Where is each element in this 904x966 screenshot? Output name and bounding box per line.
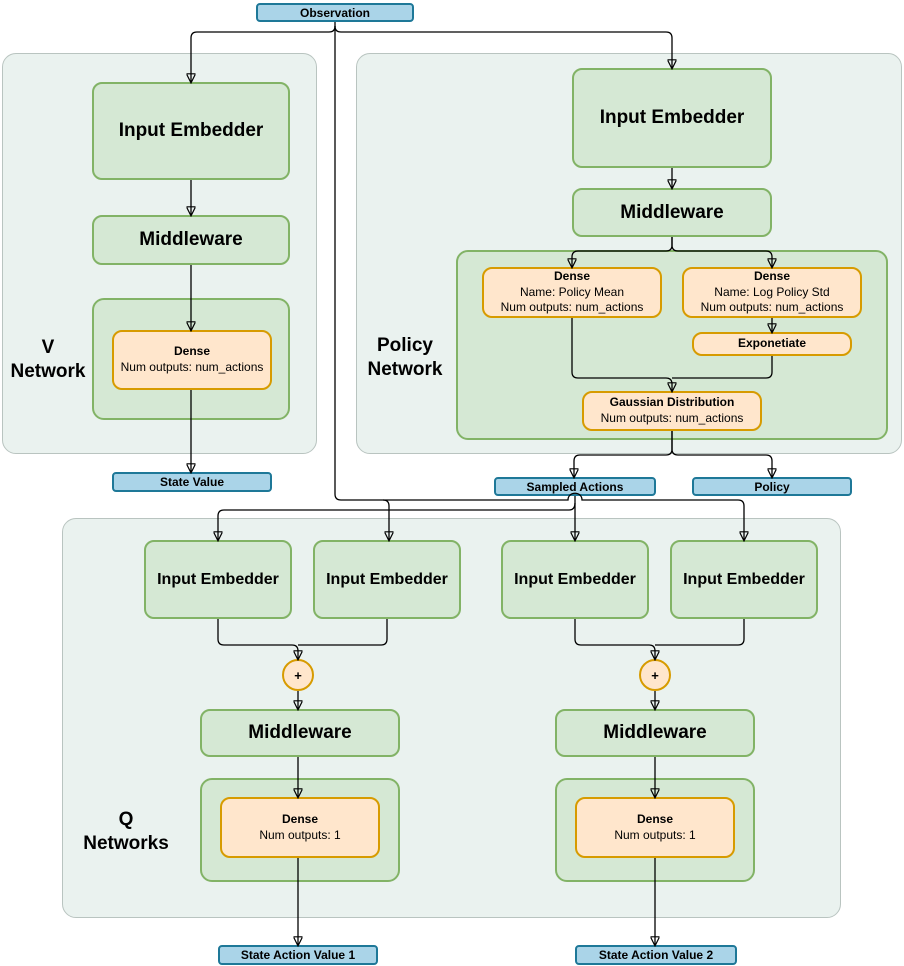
sampled-actions-node: Sampled Actions (494, 477, 656, 496)
dense-log-policy-std-outputs: Num outputs: num_actions (700, 300, 844, 315)
policy-network-label-line2: Network (367, 358, 443, 380)
state-value-node: State Value (112, 472, 272, 492)
v-network-label-line1: V (41, 337, 55, 358)
v-middleware-node: Middleware (92, 215, 290, 265)
dense-policy-mean-node: Dense Name: Policy Mean Num outputs: num… (482, 267, 662, 318)
policy-middleware-label: Middleware (620, 201, 724, 223)
q-networks-label: Q Networks (78, 808, 174, 856)
policy-input-embedder-node: Input Embedder (572, 68, 772, 168)
q2-input-embedder-a-label: Input Embedder (514, 570, 636, 588)
dense-log-policy-std-title: Dense (753, 269, 791, 284)
q1-sum-node: + (282, 659, 314, 691)
q1-dense-node: Dense Num outputs: 1 (220, 797, 380, 858)
state-action-value-1-node: State Action Value 1 (218, 945, 378, 965)
q-networks-label-line2: Networks (83, 832, 169, 854)
state-action-value-2-node: State Action Value 2 (575, 945, 737, 965)
observation-node: Observation (256, 3, 414, 22)
policy-network-label: Policy Network (357, 334, 453, 382)
dense-log-policy-std-name: Name: Log Policy Std (714, 284, 830, 299)
state-value-label: State Value (159, 475, 225, 489)
q1-input-embedder-a-label: Input Embedder (157, 570, 279, 588)
dense-log-policy-std-node: Dense Name: Log Policy Std Num outputs: … (682, 267, 862, 318)
q1-middleware-label: Middleware (248, 722, 352, 743)
policy-output-node: Policy (692, 477, 852, 496)
q2-dense-outputs: Num outputs: 1 (614, 827, 696, 842)
dense-policy-mean-outputs: Num outputs: num_actions (500, 300, 644, 315)
q1-input-embedder-a-node: Input Embedder (144, 540, 292, 619)
q2-dense-node: Dense Num outputs: 1 (575, 797, 735, 858)
v-input-embedder-label: Input Embedder (118, 120, 264, 141)
q1-sum-label: + (294, 667, 302, 683)
q2-dense-title: Dense (636, 811, 674, 826)
v-network-label: V Network (0, 336, 96, 384)
q1-dense-outputs: Num outputs: 1 (259, 827, 341, 842)
q2-middleware-node: Middleware (555, 709, 755, 757)
state-action-value-2-label: State Action Value 2 (598, 948, 714, 962)
v-input-embedder-node: Input Embedder (92, 82, 290, 180)
exponentiate-node: Exponetiate (692, 332, 852, 356)
policy-network-label-line1: Policy (377, 335, 433, 356)
policy-middleware-node: Middleware (572, 188, 772, 237)
gaussian-distribution-title: Gaussian Distribution (609, 395, 735, 410)
q2-sum-label: + (651, 667, 659, 683)
v-dense-outputs: Num outputs: num_actions (120, 360, 264, 374)
q2-middleware-label: Middleware (603, 722, 707, 743)
v-dense-node: Dense Num outputs: num_actions (112, 330, 272, 390)
q2-input-embedder-a-node: Input Embedder (501, 540, 649, 619)
q2-input-embedder-b-label: Input Embedder (683, 570, 805, 588)
v-middleware-label: Middleware (139, 229, 243, 250)
exponentiate-label: Exponetiate (737, 336, 806, 351)
state-action-value-1-label: State Action Value 1 (240, 948, 356, 962)
q1-dense-title: Dense (281, 811, 319, 826)
dense-policy-mean-name: Name: Policy Mean (519, 284, 625, 299)
dense-policy-mean-title: Dense (553, 269, 591, 284)
q2-input-embedder-b-node: Input Embedder (670, 540, 818, 619)
v-network-label-line2: Network (10, 360, 86, 382)
policy-output-label: Policy (754, 479, 790, 494)
q-networks-label-line1: Q (118, 809, 134, 830)
gaussian-distribution-node: Gaussian Distribution Num outputs: num_a… (582, 391, 762, 431)
q2-sum-node: + (639, 659, 671, 691)
sampled-actions-label: Sampled Actions (526, 479, 624, 494)
gaussian-distribution-outputs: Num outputs: num_actions (600, 411, 744, 425)
policy-input-embedder-label: Input Embedder (599, 107, 745, 128)
q1-middleware-node: Middleware (200, 709, 400, 757)
q1-input-embedder-b-label: Input Embedder (326, 570, 448, 588)
observation-label: Observation (299, 5, 371, 20)
q1-input-embedder-b-node: Input Embedder (313, 540, 461, 619)
v-dense-title: Dense (173, 344, 211, 359)
